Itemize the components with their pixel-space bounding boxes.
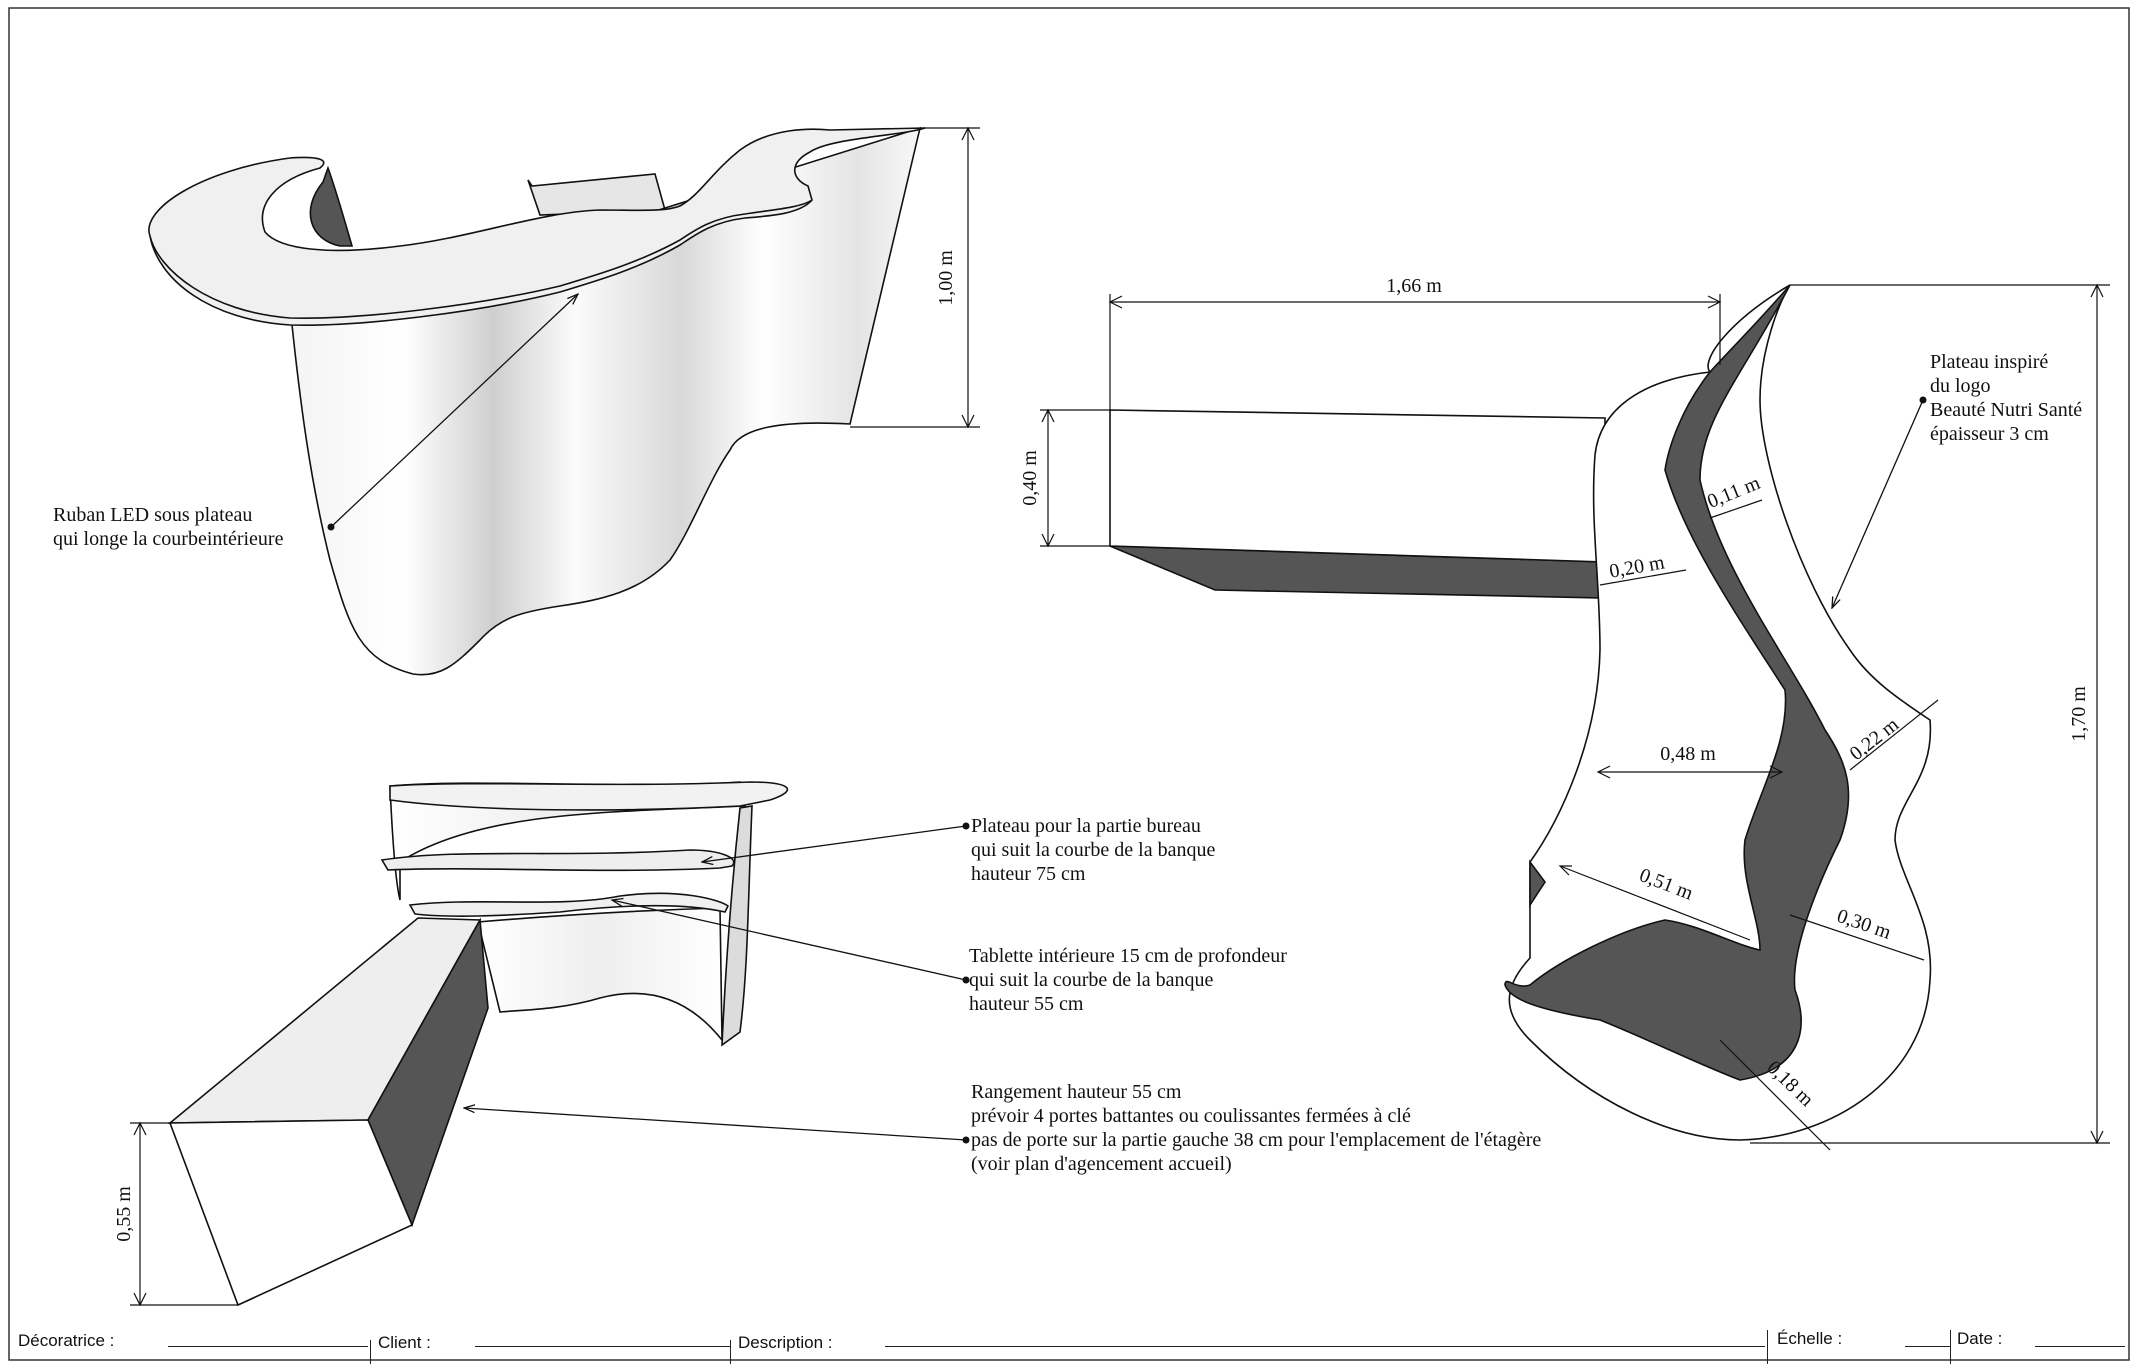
storage-note-line: (voir plan d'agencement accueil) bbox=[971, 1153, 1232, 1175]
led-leader-dot bbox=[327, 523, 335, 531]
led-note-line: Ruban LED sous plateau bbox=[53, 504, 253, 526]
desk-plate-note-line: qui suit la courbe de la banque bbox=[971, 839, 1216, 861]
total-height-dim-right: 1,70 m bbox=[2068, 686, 2090, 742]
logo-note-line: du logo bbox=[1930, 375, 1991, 397]
desk-plate bbox=[380, 849, 735, 872]
desk-end-panel bbox=[721, 805, 753, 1047]
inner-shelf-note-line: Tablette intérieure 15 cm de profondeur bbox=[969, 945, 1287, 967]
decoratrice-field-line bbox=[168, 1346, 368, 1347]
logo-note-line: Beauté Nutri Santé bbox=[1930, 399, 2083, 421]
bottom-left-view bbox=[130, 781, 970, 1307]
logo-note-line: épaisseur 3 cm bbox=[1930, 423, 2049, 445]
logo-note: Plateau inspiré du logo Beauté Nutri San… bbox=[1930, 350, 2082, 446]
dim-0-18 bbox=[1719, 1039, 1831, 1151]
led-note: Ruban LED sous plateau qui longe la cour… bbox=[53, 503, 283, 551]
storage-note-line: pas de porte sur la partie gauche 38 cm … bbox=[971, 1129, 1542, 1151]
logo-tray-left-wall bbox=[1529, 859, 1546, 908]
desk-top-plate bbox=[389, 781, 789, 811]
decoratrice-label: Décoratrice : bbox=[18, 1331, 115, 1350]
logo-leader bbox=[1832, 399, 1924, 608]
top-left-view bbox=[148, 126, 980, 676]
desk-plate-note-line: hauteur 75 cm bbox=[971, 863, 1086, 885]
sheet-border bbox=[8, 7, 2130, 1361]
dim-0-51 bbox=[1559, 865, 1751, 941]
dim-0-22 bbox=[1849, 699, 1939, 771]
storage-front bbox=[168, 1119, 414, 1307]
height-dim-bottom-left: 0,55 m bbox=[113, 1186, 135, 1242]
dim-0-30 bbox=[1789, 914, 1925, 961]
echelle-label: Échelle : bbox=[1777, 1329, 1843, 1348]
client-label: Client : bbox=[378, 1333, 431, 1352]
counter-body bbox=[291, 126, 922, 676]
height-dim-top-left: 1,00 m bbox=[935, 250, 957, 306]
inner-shelf-note-line: qui suit la courbe de la banque bbox=[969, 969, 1214, 991]
counter-top bbox=[148, 127, 926, 326]
client-field-line bbox=[475, 1346, 730, 1347]
logo-leader-dot bbox=[1919, 396, 1927, 404]
inner-shelf-note: Tablette intérieure 15 cm de profondeur … bbox=[969, 944, 1287, 1016]
storage-note-line: prévoir 4 portes battantes ou coulissant… bbox=[971, 1105, 1411, 1127]
logo-tray-inner-wall bbox=[1504, 284, 1850, 1081]
storage-leader bbox=[464, 1108, 967, 1141]
date-field-line bbox=[2035, 1346, 2125, 1347]
storage-note-line: Rangement hauteur 55 cm bbox=[971, 1081, 1182, 1103]
right-plan-view bbox=[1040, 283, 2110, 1151]
description-field-line bbox=[885, 1346, 1765, 1347]
echelle-field-line bbox=[1905, 1346, 1950, 1347]
led-note-line: qui longe la courbeintérieure bbox=[53, 528, 284, 550]
depth-dim-right: 0,40 m bbox=[1019, 450, 1041, 506]
date-label: Date : bbox=[1957, 1329, 2003, 1348]
inner-wall bbox=[309, 165, 354, 247]
storage-note: Rangement hauteur 55 cm prévoir 4 portes… bbox=[971, 1080, 1541, 1176]
logo-note-line: Plateau inspiré bbox=[1930, 351, 2049, 373]
dim-0-11 bbox=[1709, 499, 1763, 519]
shelf-leader bbox=[612, 900, 967, 981]
inner-shelf bbox=[408, 892, 730, 917]
dim-0-20 bbox=[1599, 569, 1687, 586]
dim-label-0-48: 0,48 m bbox=[1660, 743, 1716, 765]
width-dim-right: 1,66 m bbox=[1386, 275, 1442, 297]
counter-top-edge bbox=[149, 199, 813, 319]
desk-plate-note-line: Plateau pour la partie bureau bbox=[971, 815, 1201, 837]
shelf-box bbox=[1109, 409, 1606, 563]
desk-plate-leader bbox=[702, 825, 967, 862]
back-panel bbox=[527, 173, 667, 216]
inner-curved-wall bbox=[477, 907, 723, 1043]
description-label: Description : bbox=[738, 1333, 833, 1352]
desk-plate-note: Plateau pour la partie bureau qui suit l… bbox=[971, 814, 1215, 886]
led-leader bbox=[330, 294, 578, 528]
inner-shelf-note-line: hauteur 55 cm bbox=[969, 993, 1084, 1015]
